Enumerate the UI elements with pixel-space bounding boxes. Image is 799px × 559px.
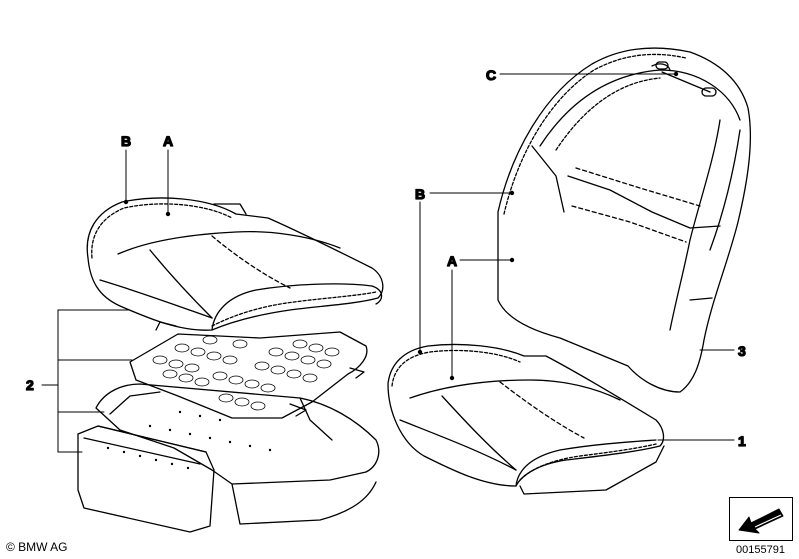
left-seat-cushion-cover bbox=[86, 197, 384, 331]
callout-right-c: C bbox=[486, 67, 496, 83]
callout-dots bbox=[123, 71, 679, 381]
left-seat-foam-and-frame bbox=[77, 383, 380, 533]
callout-left-b: B bbox=[121, 133, 131, 149]
callout-leaders bbox=[125, 73, 735, 441]
callout-left-a: A bbox=[163, 133, 173, 149]
arrow-down-left-icon[interactable] bbox=[729, 497, 793, 541]
callout-right-a: A bbox=[447, 253, 457, 269]
part-2-bracket bbox=[41, 309, 133, 453]
left-heating-mat bbox=[129, 321, 368, 419]
diagram-reference-number: 00155791 bbox=[736, 544, 785, 556]
callout-right-b: B bbox=[415, 186, 425, 202]
right-seat-cushion bbox=[387, 343, 665, 495]
callout-part-3: 3 bbox=[738, 343, 746, 359]
right-seat-backrest bbox=[497, 47, 752, 393]
callout-part-1: 1 bbox=[738, 433, 746, 449]
copyright-text: © BMW AG bbox=[6, 540, 68, 554]
callout-part-2: 2 bbox=[26, 377, 34, 393]
